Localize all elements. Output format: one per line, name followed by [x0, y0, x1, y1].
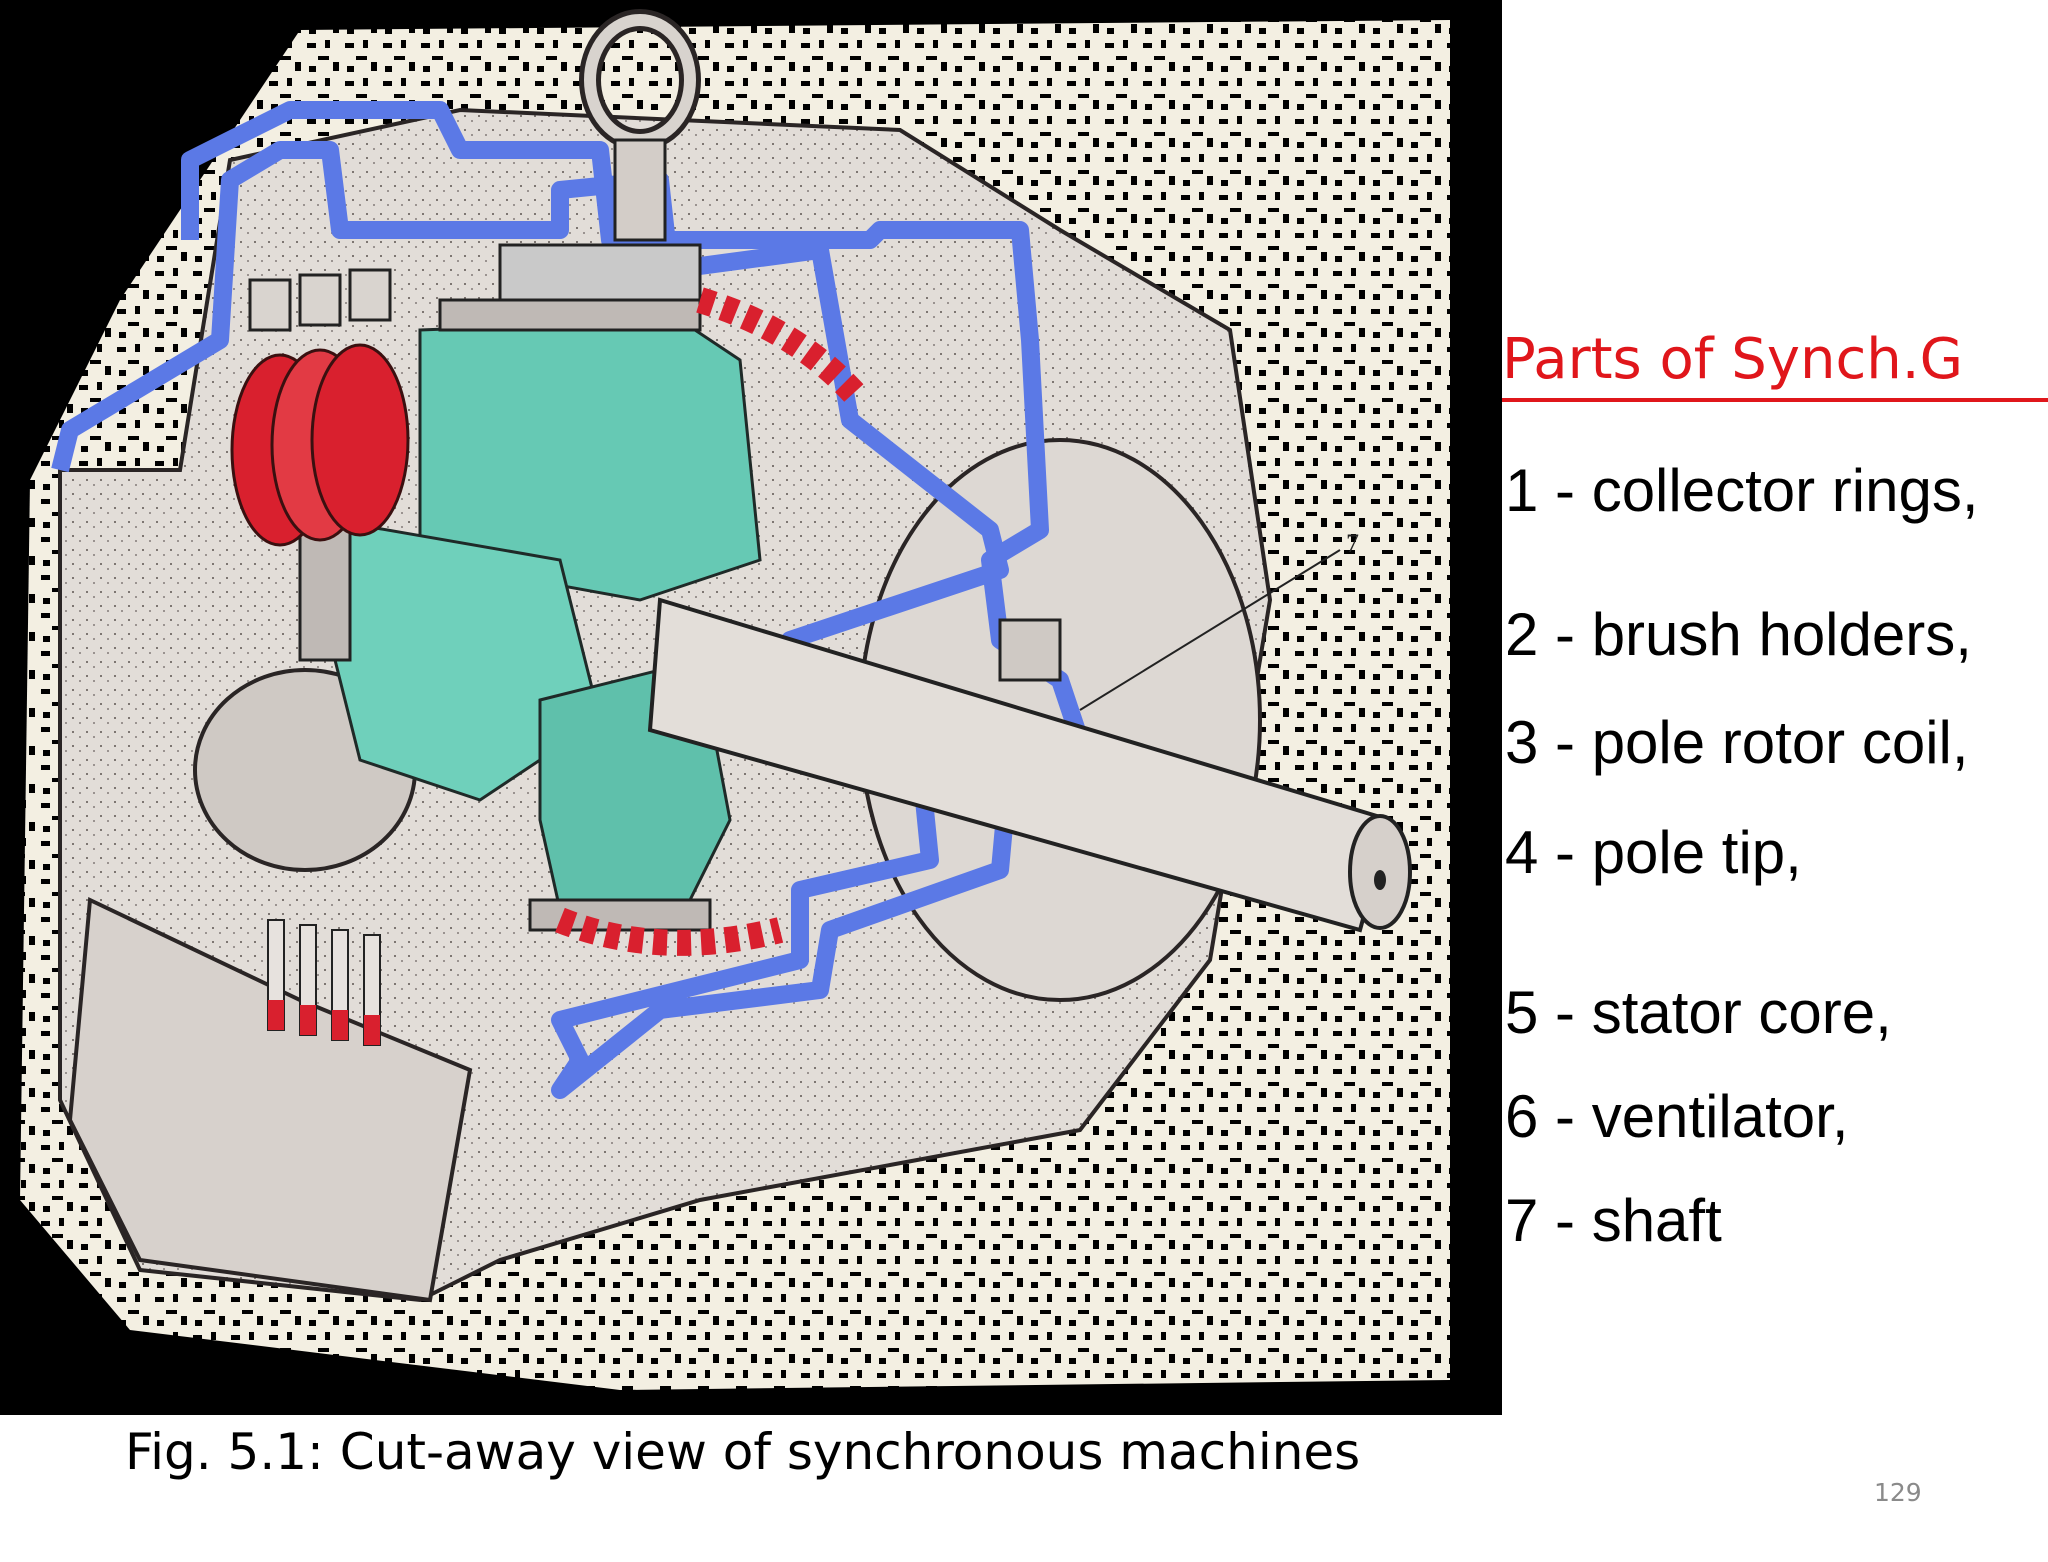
heading-underline [1502, 398, 2048, 402]
slide-heading: Parts of Synch.G [1502, 327, 1963, 392]
part-item-pole-tip: 4 - pole tip, [1505, 819, 1802, 886]
bearing [998, 618, 1062, 682]
part-item-shaft: 7 - shaft [1505, 1187, 1722, 1254]
part-item-brush-holders: 2 - brush holders, [1505, 601, 1972, 668]
shaft [647, 597, 1412, 933]
brush-holders [248, 268, 392, 332]
figure-caption: Fig. 5.1: Cut-away view of synchronous m… [125, 1423, 1361, 1481]
collector-rings [230, 343, 410, 547]
cutaway-illustration: 7 [20, 9, 1450, 1390]
shaft-leader-label: 7 [1346, 529, 1359, 558]
lifting-eye-bolt [579, 9, 701, 242]
stator-winding-ends-top [696, 287, 870, 409]
page-number: 129 [1874, 1478, 1922, 1507]
part-item-ventilator: 6 - ventilator, [1505, 1083, 1849, 1150]
part-item-stator-core: 5 - stator core, [1505, 979, 1892, 1046]
part-item-pole-rotor-coil: 3 - pole rotor coil, [1505, 709, 1969, 776]
stator-winding-ends-bottom [555, 907, 784, 956]
pole-rotor-coils [328, 318, 762, 912]
part-item-collector-rings: 1 - collector rings, [1505, 457, 1979, 524]
pole-tips [298, 298, 712, 932]
terminal-leads [267, 919, 381, 1046]
frame-cutaway-section [51, 101, 1089, 1099]
synchronous-machine-cutaway-figure: 7 [0, 0, 1502, 1415]
shaft-leader-line [1079, 549, 1341, 711]
